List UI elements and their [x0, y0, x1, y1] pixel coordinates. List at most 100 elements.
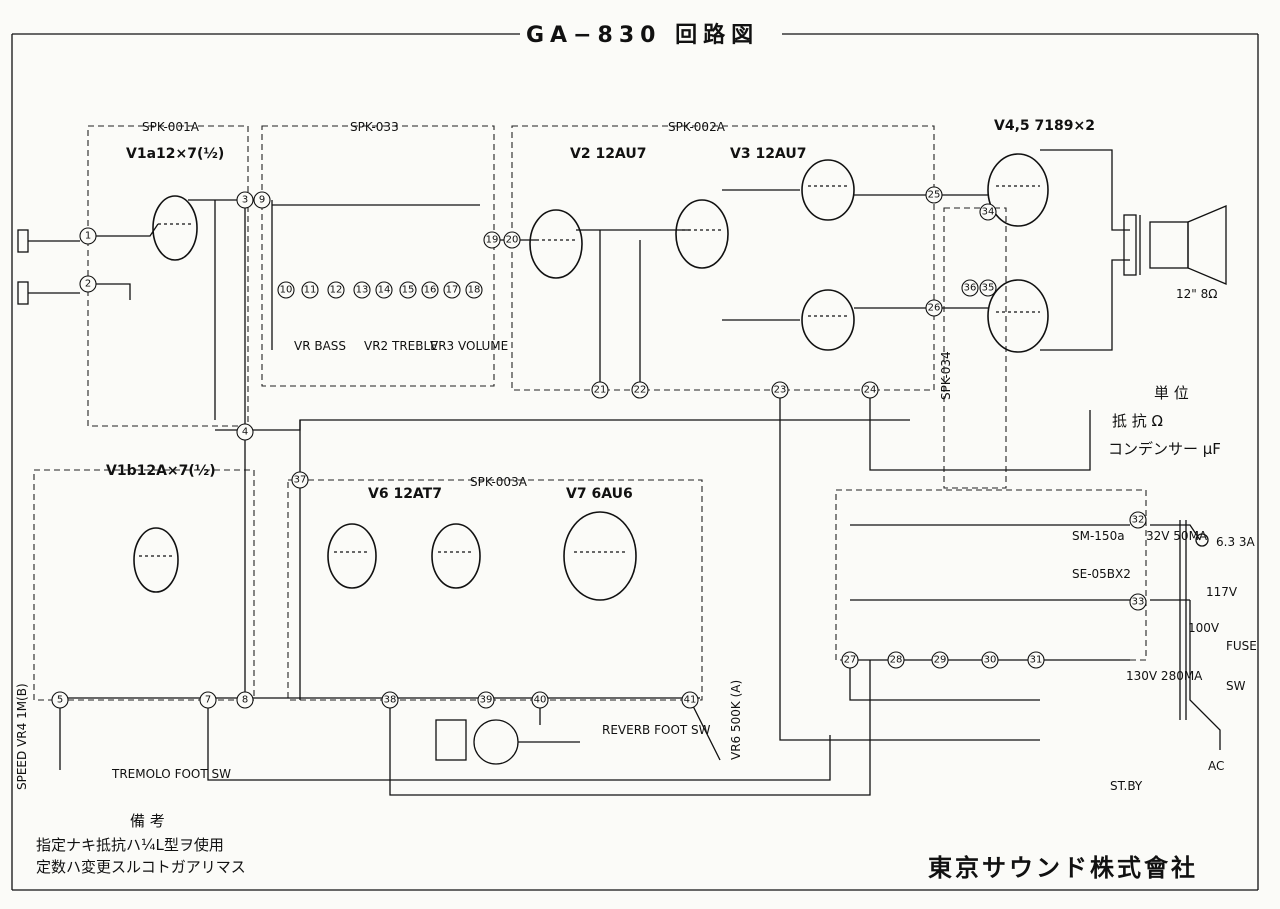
terminal-label-4: 4 — [242, 427, 248, 438]
terminal-label-41: 41 — [684, 695, 697, 706]
terminal-10 — [277, 281, 295, 299]
terminal-9 — [253, 191, 271, 209]
tube-v6a — [327, 523, 377, 589]
power-hv: 130V 280MA — [1126, 669, 1203, 683]
terminal-39 — [477, 691, 495, 709]
terminal-14 — [375, 281, 393, 299]
terminal-29 — [931, 651, 949, 669]
power-transformer — [1179, 520, 1209, 720]
power-standby: ST.BY — [1110, 779, 1143, 793]
input-jack-2 — [17, 281, 80, 305]
terminal-label-9: 9 — [259, 195, 265, 206]
terminal-label-8: 8 — [242, 695, 248, 706]
terminal-2 — [79, 275, 97, 293]
terminal-19 — [483, 231, 501, 249]
terminal-1 — [79, 227, 97, 245]
schematic-title: GA−830 回路図 — [526, 22, 759, 48]
wiring — [59, 149, 1221, 796]
control-volume: VR3 VOLUME — [430, 339, 508, 353]
terminal-label-14: 14 — [378, 285, 391, 296]
terminal-25 — [925, 186, 943, 204]
tube-label-v2: V2 12AU7 — [570, 146, 646, 162]
terminal-4 — [236, 423, 254, 441]
control-speed: SPEED VR4 1M(B) — [15, 683, 29, 790]
section-box-spk002a — [511, 125, 935, 391]
terminal-15 — [399, 281, 417, 299]
terminal-23 — [771, 381, 789, 399]
outer-frame — [11, 33, 1259, 891]
terminal-label-13: 13 — [356, 285, 369, 296]
terminal-label-28: 28 — [890, 655, 903, 666]
control-bass: VR BASS — [294, 339, 346, 353]
terminal-24 — [861, 381, 879, 399]
tube-label-v3: V3 12AU7 — [730, 146, 806, 162]
power-ac: AC — [1208, 759, 1224, 773]
terminal-3 — [236, 191, 254, 209]
tube-v3b — [801, 159, 855, 221]
section-box-spk003a — [287, 479, 703, 701]
power-fuse: FUSE — [1226, 639, 1257, 653]
terminal-label-40: 40 — [534, 695, 547, 706]
terminal-label-38: 38 — [384, 695, 397, 706]
terminal-28 — [887, 651, 905, 669]
terminal-label-23: 23 — [774, 385, 787, 396]
terminal-16 — [421, 281, 439, 299]
terminal-35 — [979, 279, 997, 297]
terminal-5 — [51, 691, 69, 709]
terminal-8 — [236, 691, 254, 709]
terminal-label-1: 1 — [85, 231, 91, 242]
power-sw: SW — [1226, 679, 1246, 693]
notes-heading: 備 考 — [130, 812, 165, 830]
section-label-spk034: SPK-034 — [939, 351, 953, 400]
terminal-label-27: 27 — [844, 655, 857, 666]
terminal-label-19: 19 — [486, 235, 499, 246]
terminal-label-35: 35 — [982, 283, 995, 294]
terminal-label-32: 32 — [1132, 515, 1145, 526]
speaker-label: 12" 8Ω — [1176, 287, 1217, 301]
terminal-label-37: 37 — [294, 475, 307, 486]
terminal-30 — [981, 651, 999, 669]
control-vr6: VR6 500K (A) — [729, 680, 743, 760]
terminal-label-20: 20 — [506, 235, 519, 246]
control-tremolo: TREMOLO FOOT SW — [111, 767, 231, 781]
terminal-label-39: 39 — [480, 695, 493, 706]
terminal-33 — [1129, 593, 1147, 611]
units-capacitor: コンデンサー μF — [1108, 440, 1221, 458]
power-mains: 117V — [1206, 585, 1238, 599]
tube-label-v1b: V1b12A×7(½) — [106, 463, 216, 479]
terminal-label-30: 30 — [984, 655, 997, 666]
terminal-22 — [631, 381, 649, 399]
terminal-31 — [1027, 651, 1045, 669]
tube-v2 — [529, 209, 583, 279]
tube-v1a — [152, 195, 198, 261]
tube-v3c — [801, 289, 855, 351]
section-label-spk001a: SPK-001A — [142, 120, 200, 134]
notes-line-2: 定数ハ変更スルコトガアリマス — [36, 858, 246, 876]
terminal-label-10: 10 — [280, 285, 293, 296]
terminal-17 — [443, 281, 461, 299]
tube-v5 — [987, 279, 1049, 353]
terminal-label-18: 18 — [468, 285, 481, 296]
terminal-26 — [925, 299, 943, 317]
terminal-34 — [979, 203, 997, 221]
terminal-20 — [503, 231, 521, 249]
terminal-27 — [841, 651, 859, 669]
terminal-label-22: 22 — [634, 385, 647, 396]
terminal-12 — [327, 281, 345, 299]
tube-label-v7: V7 6AU6 — [566, 486, 633, 502]
terminal-label-29: 29 — [934, 655, 947, 666]
tube-label-v6: V6 12AT7 — [368, 486, 442, 502]
terminal-label-17: 17 — [446, 285, 459, 296]
terminal-label-31: 31 — [1030, 655, 1043, 666]
terminal-label-12: 12 — [330, 285, 343, 296]
control-treble: VR2 TREBLE — [364, 339, 438, 353]
tube-v1b — [133, 527, 179, 593]
terminal-36 — [961, 279, 979, 297]
terminal-label-3: 3 — [242, 195, 248, 206]
company-name: 東京サウンド株式會社 — [928, 854, 1198, 882]
terminal-32 — [1129, 511, 1147, 529]
tube-v7 — [563, 511, 637, 601]
power-bias: 32V 50MA — [1146, 529, 1208, 543]
terminal-label-2: 2 — [85, 279, 91, 290]
